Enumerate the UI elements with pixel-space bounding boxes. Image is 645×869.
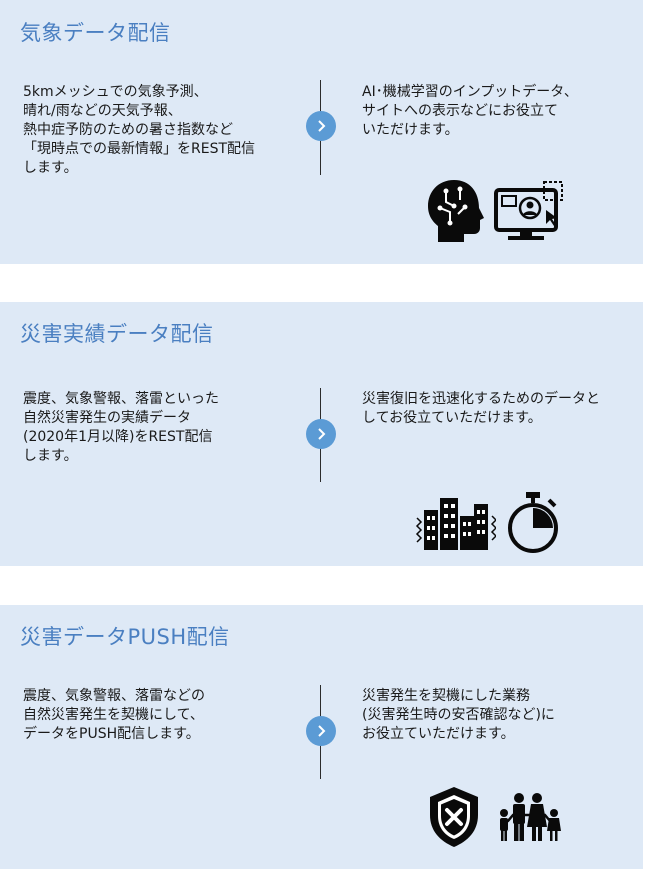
chevron-right-icon[interactable] [306,111,336,141]
section-title: 災害データPUSH配信 [20,625,230,649]
section-title: 気象データ配信 [20,21,171,45]
ai-head-icon [426,178,486,248]
shaking-buildings-icon [414,496,498,556]
section-description: 震度、気象警報、落雷などの 自然災害発生を契機にして、 データをPUSH配信しま… [23,688,205,742]
section-description: 5kmメッシュでの気象予測、 晴れ/雨などの天気予報、 熱中症予防のための暑さ指… [23,84,256,176]
section-disaster-record-data: 災害実績データ配信 震度、気象警報、落雷といった 自然災害発生の実績データ (2… [0,302,643,566]
family-icon [494,793,566,847]
section-weather-data: 気象データ配信 5kmメッシュでの気象予測、 晴れ/雨などの天気予報、 熱中症予… [0,0,643,264]
section-disaster-push-data: 災害データPUSH配信 震度、気象警報、落雷などの 自然災害発生を契機にして、 … [0,605,643,869]
section-title: 災害実績データ配信 [20,322,214,346]
monitor-user-icon [494,180,566,246]
section-use-case: 災害復旧を迅速化するためのデータと してお役立ていただけます。 [362,391,600,426]
shield-x-icon [426,785,482,853]
chevron-right-icon[interactable] [306,716,336,746]
stopwatch-icon [505,490,561,558]
section-description: 震度、気象警報、落雷といった 自然災害発生の実績データ (2020年1月以降)を… [23,391,219,464]
section-use-case: 災害発生を契機にした業務 (災害発生時の安否確認など)に お役立ていただけます。 [362,688,555,742]
chevron-right-icon[interactable] [306,419,336,449]
section-use-case: AI･機械学習のインプットデータ、 サイトへの表示などにお役立て いただけます。 [362,84,578,138]
